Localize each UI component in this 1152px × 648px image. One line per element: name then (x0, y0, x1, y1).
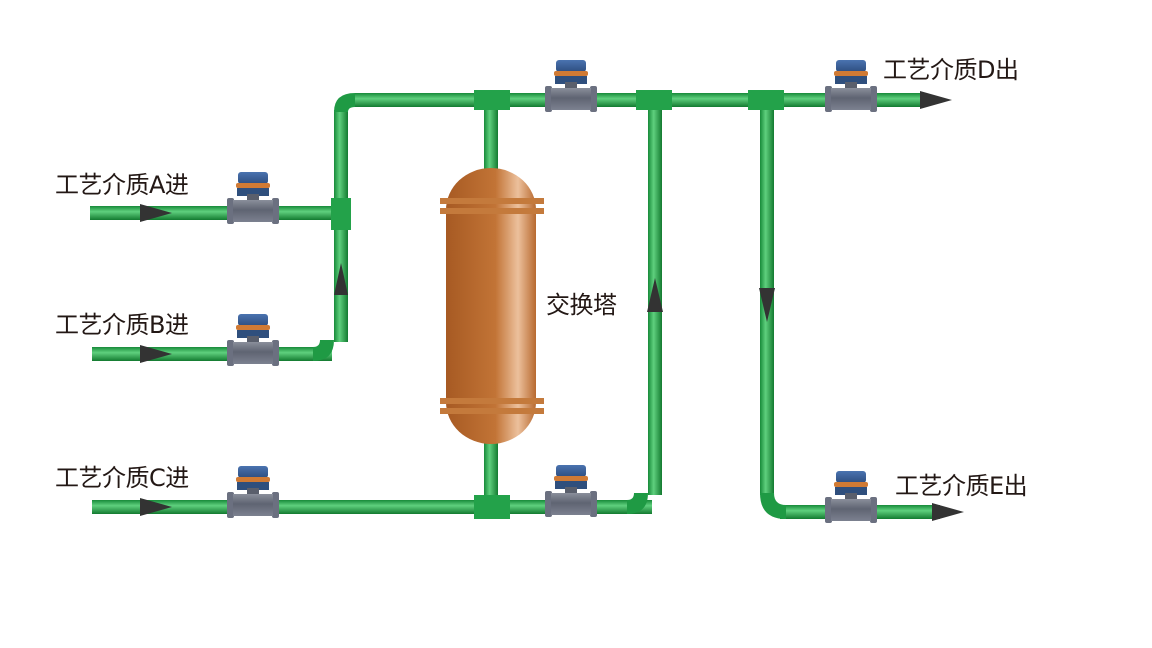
flow-arrows (140, 91, 964, 521)
flow-arrow-icon (932, 503, 964, 521)
tower-flange-bottom (440, 408, 544, 414)
flow-meter-icon (545, 465, 597, 517)
pipe-elbow-icon (313, 340, 334, 361)
tower-flange-top (440, 208, 544, 214)
pipe-elbow-icon (627, 493, 648, 514)
label-tower: 交换塔 (546, 291, 617, 319)
flow-meter-icon (825, 471, 877, 523)
label-input-c: 工艺介质C进 (55, 464, 189, 492)
flow-arrow-icon (920, 91, 952, 109)
flow-meter-icon (545, 60, 597, 112)
label-input-b: 工艺介质B进 (55, 311, 189, 339)
flow-meter-icon (227, 172, 279, 224)
pipe-tower-bottom (484, 440, 498, 507)
tee-joint-icon (331, 198, 351, 230)
flow-arrow-icon (334, 263, 348, 295)
label-output-d: 工艺介质D出 (883, 56, 1019, 84)
tower-flange-bottom (440, 398, 544, 404)
flow-arrow-icon (647, 278, 663, 312)
flow-meter-icon (825, 60, 877, 112)
pipe-input-b (92, 347, 332, 361)
tee-joint-icon (474, 90, 510, 110)
tee-joint-icon (748, 90, 784, 110)
flow-meter-icon (227, 314, 279, 366)
label-output-e: 工艺介质E出 (895, 472, 1028, 500)
flow-meter-icon (227, 466, 279, 518)
tee-joint-icon (636, 90, 672, 110)
pipe-input-a (90, 206, 345, 220)
pipe-tower-top (484, 100, 498, 170)
flow-arrow-icon (759, 288, 775, 322)
pipe-elbow-icon (334, 93, 355, 112)
flow-arrow-icon (140, 204, 172, 222)
label-input-a: 工艺介质A进 (55, 171, 189, 199)
pipe-elbow-icon (760, 493, 786, 519)
exchange-tower (440, 168, 544, 444)
tee-joint-icon (474, 495, 510, 519)
flow-arrow-icon (140, 498, 172, 516)
flow-arrow-icon (140, 345, 172, 363)
tower-flange-top (440, 198, 544, 204)
